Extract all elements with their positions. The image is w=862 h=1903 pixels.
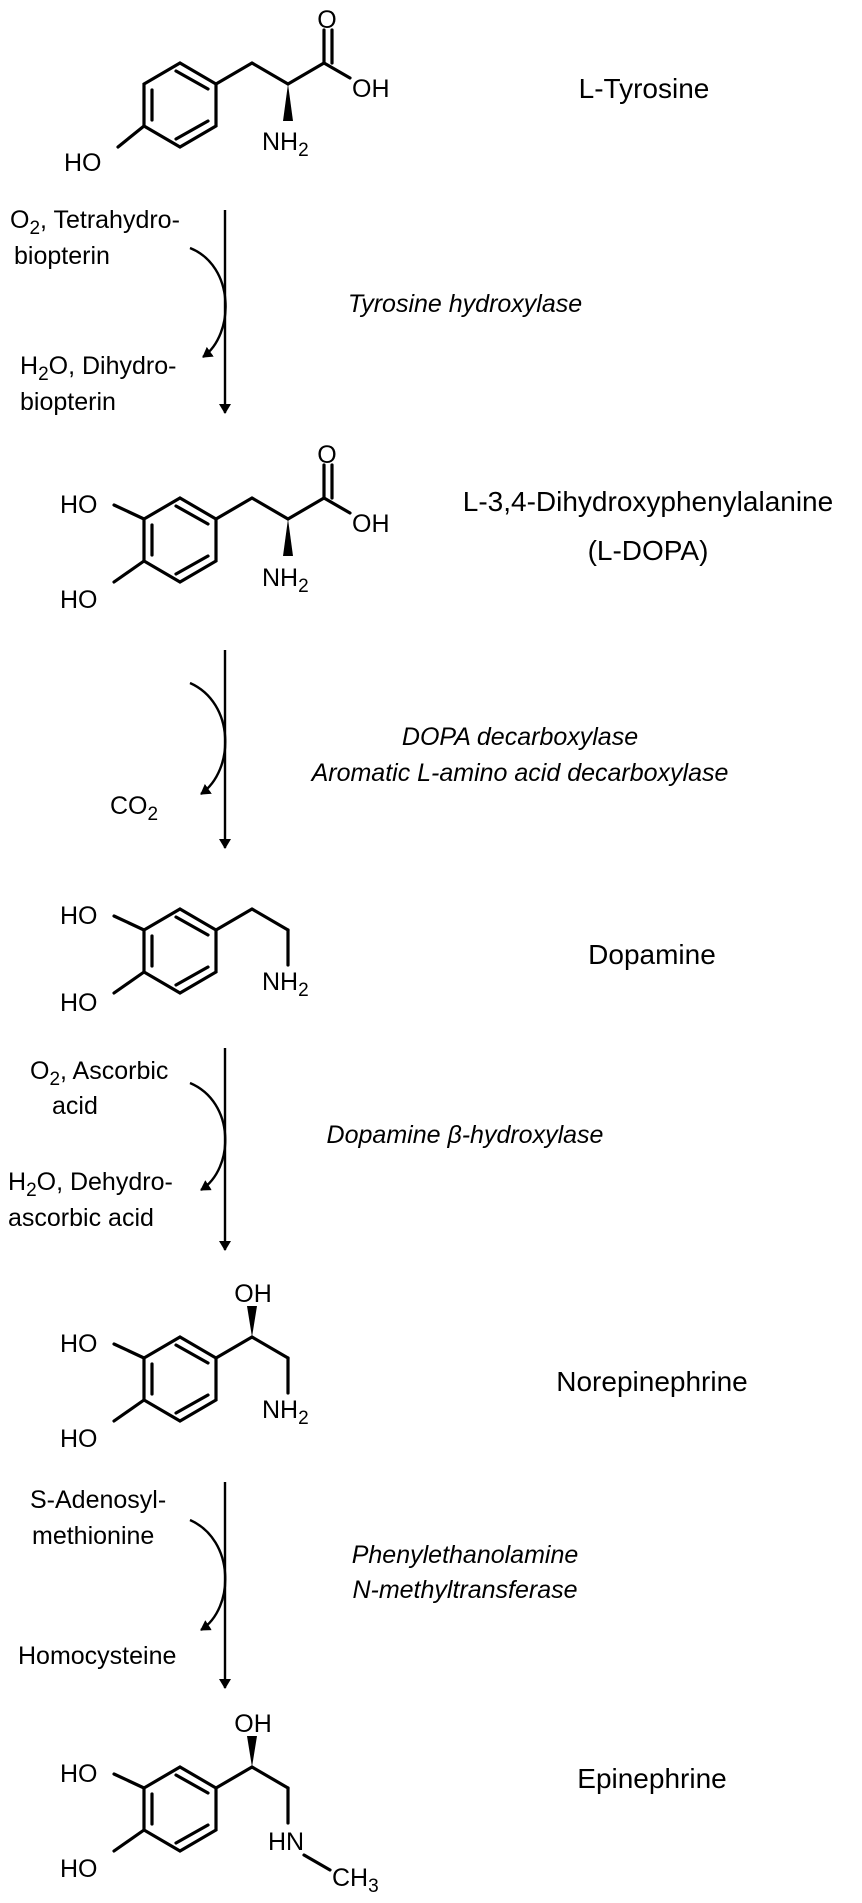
structure-l-dopa [112, 463, 352, 584]
enzyme-pnmt-line1: Phenylethanolamine [352, 1541, 579, 1569]
hydroxyl-label-3: HO [60, 491, 98, 519]
cofactor-arrow-4 [189, 1518, 227, 1632]
hydroxyl-label: HO [64, 149, 102, 177]
compound-name-epinephrine: Epinephrine [577, 1763, 726, 1794]
structure-norepinephrine [112, 1306, 290, 1423]
cofactor-out-2: CO2 [110, 792, 158, 825]
compound-name-dopamine: Dopamine [588, 939, 716, 970]
structure-dopamine [112, 907, 290, 995]
cofactor-in-4-line2: methionine [32, 1522, 154, 1550]
cofactor-in-1: O2, Tetrahydro- [10, 206, 180, 239]
cofactor-arrow-2 [189, 681, 227, 795]
methyl-label: CH3 [332, 1864, 379, 1897]
cofactor-out-4: Homocysteine [18, 1642, 176, 1670]
enzyme-pnmt-line2: N-methyltransferase [352, 1576, 577, 1604]
cofactor-arrow-3 [189, 1081, 227, 1192]
cofactor-in-3-line2: acid [52, 1092, 98, 1120]
hydroxyl-label-4: HO [60, 989, 98, 1017]
cofactor-out-3: H2O, Dehydro- [8, 1168, 173, 1201]
amine-label: NH2 [262, 564, 309, 597]
hydroxyl-label-beta: OH [234, 1280, 272, 1308]
cofactor-out-1: H2O, Dihydro- [20, 352, 176, 385]
hydroxyl-label-beta: OH [234, 1710, 272, 1738]
hydroxyl-label-4: HO [60, 1425, 98, 1453]
hydroxyl-label-4: HO [60, 586, 98, 614]
structure-epinephrine [112, 1736, 332, 1872]
enzyme-dopa-decarboxylase: DOPA decarboxylase [402, 723, 638, 751]
compound-name-l-tyrosine: L-Tyrosine [579, 73, 710, 104]
cofactor-in-1-line2: biopterin [14, 242, 110, 270]
amine-hn-label: HN [268, 1828, 304, 1856]
enzyme-aromatic-decarboxylase: Aromatic L-amino acid decarboxylase [310, 759, 729, 787]
enzyme-tyrosine-hydroxylase: Tyrosine hydroxylase [348, 290, 582, 318]
cofactor-in-4: S-Adenosyl- [30, 1486, 166, 1514]
carboxyl-oh-label: OH [352, 510, 390, 538]
cofactor-out-3-line2: ascorbic acid [8, 1204, 154, 1232]
enzyme-dopamine-beta-hydroxylase: Dopamine β-hydroxylase [327, 1121, 604, 1149]
amine-label: NH2 [262, 128, 309, 161]
cofactor-in-3: O2, Ascorbic [30, 1057, 168, 1090]
amine-label: NH2 [262, 968, 309, 1001]
hydroxyl-label-3: HO [60, 1330, 98, 1358]
cofactor-out-1-line2: biopterin [20, 388, 116, 416]
hydroxyl-label-3: HO [60, 902, 98, 930]
carboxyl-oh-label: OH [352, 75, 390, 103]
hydroxyl-label-3: HO [60, 1760, 98, 1788]
amine-label: NH2 [262, 1396, 309, 1429]
compound-name-norepinephrine: Norepinephrine [556, 1366, 747, 1397]
compound-name-l-dopa-abbrev: (L-DOPA) [588, 535, 709, 566]
carbonyl-o-label: O [317, 6, 336, 34]
compound-name-l-dopa: L-3,4-Dihydroxyphenylalanine [463, 486, 833, 517]
structure-l-tyrosine [116, 28, 352, 149]
hydroxyl-label-4: HO [60, 1855, 98, 1883]
carbonyl-o-label: O [317, 441, 336, 469]
cofactor-arrow-1 [189, 246, 227, 358]
